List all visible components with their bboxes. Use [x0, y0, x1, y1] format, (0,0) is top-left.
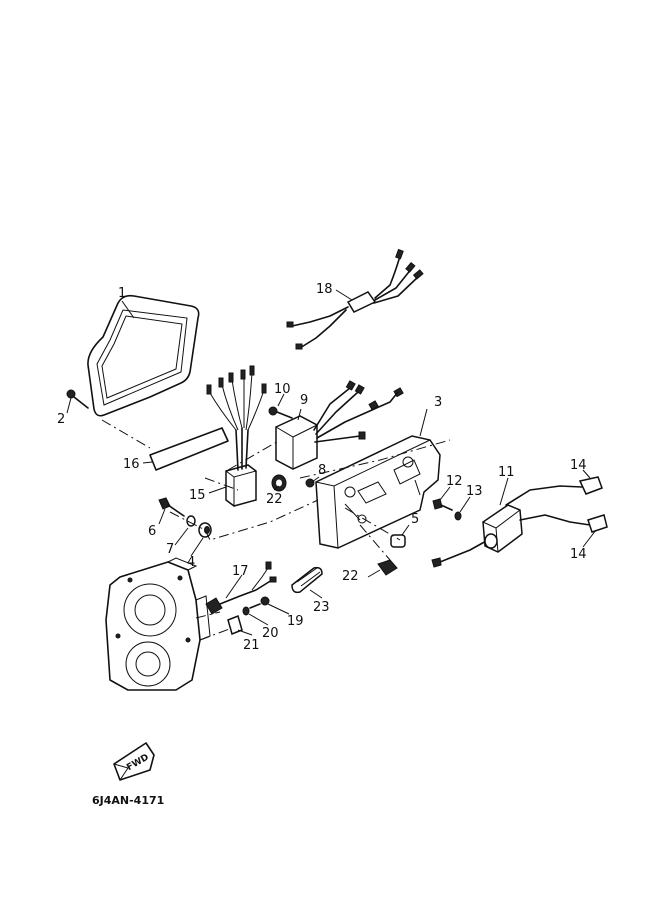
- screw-part-12: [432, 498, 453, 511]
- fwd-label: FWD: [125, 753, 150, 773]
- callout-19: 19: [287, 614, 304, 629]
- callout-13: 13: [466, 484, 483, 499]
- callout-8: 8: [318, 463, 326, 478]
- callout-9: 9: [300, 393, 308, 408]
- callout-18: 18: [316, 282, 333, 297]
- sleeve-part-23: [291, 566, 323, 594]
- screw-part-19: [249, 596, 270, 609]
- callout-14-lower: 14: [570, 547, 587, 562]
- cdi-unit-part-15: [206, 365, 267, 507]
- grommet-part-22-upper: [271, 474, 287, 492]
- clamp-part-21: [227, 614, 243, 636]
- pad-part-16: [149, 427, 229, 471]
- installation-lines: [101, 419, 451, 641]
- callout-7: 7: [166, 542, 174, 557]
- screw-part-10: [268, 406, 293, 419]
- callout-3: 3: [434, 395, 442, 410]
- collar-part-5: [390, 534, 406, 548]
- grommet-part-22-lower: [377, 559, 398, 576]
- fwd-arrow-icon: FWD: [113, 742, 155, 781]
- callout-22-lower: 22: [342, 569, 359, 584]
- callout-2: 2: [57, 412, 65, 427]
- callout-20: 20: [262, 626, 279, 641]
- bracket-part-3: [315, 435, 441, 549]
- collar-part-4: [198, 522, 212, 538]
- callout-labels: 1 2 16 15 18 9 10 3 8 22 6 7 4 5 22 11 1…: [57, 282, 587, 653]
- engine-block: [105, 557, 211, 691]
- callout-21: 21: [243, 638, 260, 653]
- callout-22-upper: 22: [266, 492, 283, 507]
- wire-harness-part-18: [286, 248, 424, 350]
- washer-part-20: [242, 606, 250, 616]
- callout-1: 1: [118, 286, 126, 301]
- callout-10: 10: [274, 382, 291, 397]
- callout-15: 15: [189, 488, 206, 503]
- leader-lines: [66, 289, 597, 636]
- module-part-9: [275, 380, 404, 470]
- ignition-coil-part-11: [431, 476, 608, 568]
- callout-16: 16: [123, 457, 140, 472]
- callout-17: 17: [232, 564, 249, 579]
- bolt-part-6: [158, 497, 185, 517]
- callout-12: 12: [446, 474, 463, 489]
- callout-4: 4: [187, 555, 195, 570]
- screw-part-2: [66, 389, 89, 409]
- callout-11: 11: [498, 465, 515, 480]
- diagram-code: 6J4AN-4171: [92, 794, 164, 807]
- sensor-part-17: [205, 561, 277, 615]
- callout-14-upper: 14: [570, 458, 587, 473]
- screw-part-8: [305, 478, 315, 488]
- washer-part-13: [454, 511, 462, 521]
- callout-5: 5: [411, 512, 419, 527]
- callout-6: 6: [148, 524, 156, 539]
- cover-gasket-part-1: [87, 294, 200, 417]
- callout-23: 23: [313, 600, 330, 615]
